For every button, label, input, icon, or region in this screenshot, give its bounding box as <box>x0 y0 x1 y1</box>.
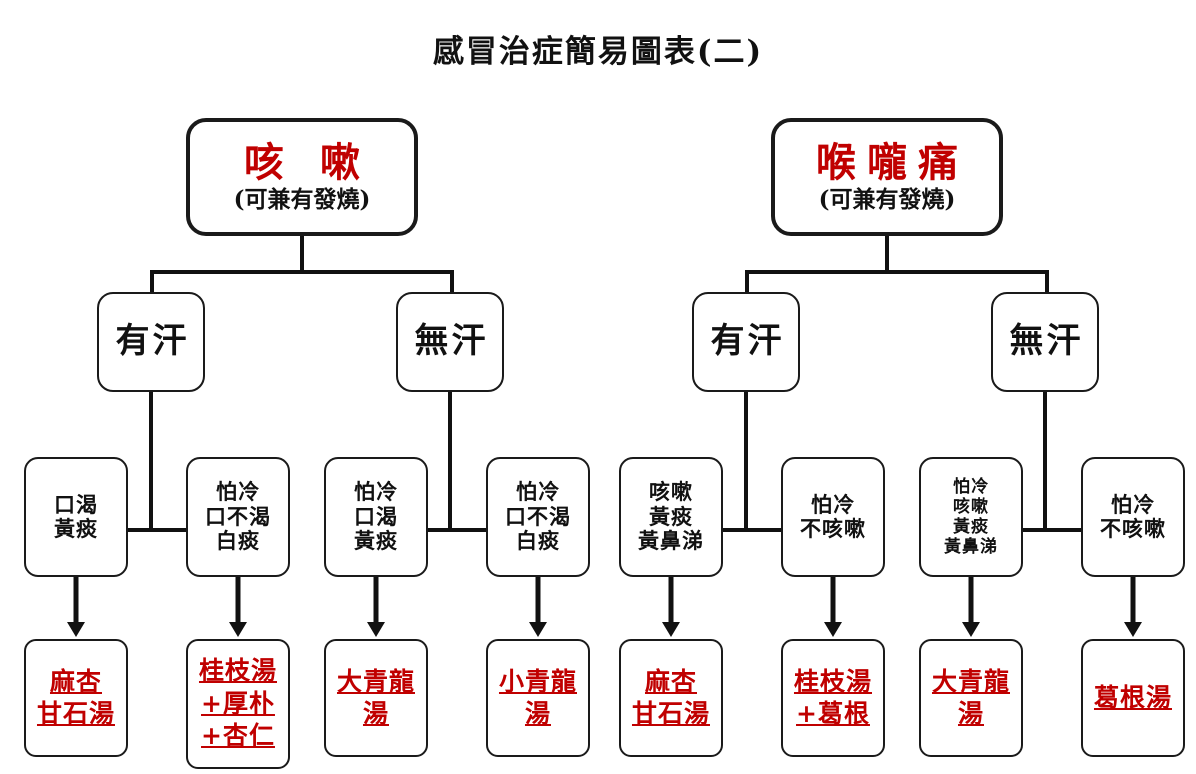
prescription-node-1[interactable]: 麻杏 甘石湯 <box>24 639 128 757</box>
symptom-line: 怕冷 <box>354 479 398 505</box>
prescription-node-2[interactable]: 桂枝湯 +厚朴 +杏仁 <box>186 639 290 769</box>
arrow-to-rx-6 <box>823 577 843 637</box>
symptom-line: 不咳嗽 <box>800 516 866 541</box>
symptom-line: 黃鼻涕 <box>638 528 704 554</box>
connector-cond-stem-youhan-cough <box>149 392 153 532</box>
prescription-line: +厚朴 <box>201 688 275 718</box>
page-title: 感冒治症簡易圖表(二) <box>432 34 764 70</box>
symptom-node-4[interactable]: 怕冷 口不渴 白痰 <box>486 457 590 577</box>
arrow-to-rx-3 <box>366 577 386 637</box>
condition-label: 有汗 <box>115 321 190 362</box>
connector-root-stem-cough <box>300 236 304 272</box>
prescription-line: 大青龍 <box>336 666 415 696</box>
arrow-to-rx-5 <box>661 577 681 637</box>
arrow-to-rx-1 <box>66 577 86 637</box>
root-heading: 喉嚨痛 <box>816 139 969 187</box>
arrow-to-rx-4 <box>528 577 548 637</box>
prescription-line: 麻杏 <box>644 666 697 696</box>
symptom-line: 黃鼻涕 <box>944 537 998 558</box>
prescription-line: 麻杏 <box>49 666 102 696</box>
connector-cond-bar-wuhan-cough <box>427 528 489 532</box>
condition-label: 有汗 <box>710 321 785 362</box>
symptom-line: 怕冷 <box>811 491 855 517</box>
symptom-line: 白痰 <box>516 528 560 554</box>
prescription-line: 小青龍 <box>498 666 577 696</box>
condition-label: 無汗 <box>1009 321 1084 362</box>
prescription-node-3[interactable]: 大青龍 湯 <box>324 639 428 757</box>
symptom-line: 口渴 <box>354 503 398 529</box>
symptom-node-5[interactable]: 咳嗽 黃痰 黃鼻涕 <box>619 457 723 577</box>
symptom-node-8[interactable]: 怕冷 不咳嗽 <box>1081 457 1185 577</box>
prescription-line: 甘石湯 <box>36 699 115 728</box>
root-heading: 咳 嗽 <box>244 139 371 187</box>
root-note: (可兼有發燒) <box>233 186 371 214</box>
symptom-node-3[interactable]: 怕冷 口渴 黃痰 <box>324 457 428 577</box>
arrow-to-rx-7 <box>961 577 981 637</box>
condition-label: 無汗 <box>414 321 489 362</box>
condition-node-youhan-sore-throat[interactable]: 有汗 <box>692 292 800 392</box>
root-note: (可兼有發燒) <box>818 186 956 214</box>
prescription-line: +杏仁 <box>201 721 275 751</box>
symptom-line: 口不渴 <box>505 503 571 529</box>
connector-cond-stem-wuhan-sore-throat <box>1043 392 1047 532</box>
prescription-node-4[interactable]: 小青龍 湯 <box>486 639 590 757</box>
prescription-node-6[interactable]: 桂枝湯 +葛根 <box>781 639 885 757</box>
prescription-node-5[interactable]: 麻杏 甘石湯 <box>619 639 723 757</box>
symptom-line: 咳嗽 <box>953 496 989 517</box>
symptom-line: 口不渴 <box>205 503 271 529</box>
symptom-node-2[interactable]: 怕冷 口不渴 白痰 <box>186 457 290 577</box>
connector-root-bar-sore-throat <box>745 270 1049 274</box>
prescription-line: 湯 <box>524 699 551 728</box>
prescription-line: 桂枝湯 <box>198 656 277 686</box>
symptom-line: 白痰 <box>216 528 260 554</box>
symptom-line: 怕冷 <box>516 479 560 505</box>
connector-cond-stem-youhan-sore-throat <box>744 392 748 532</box>
symptom-line: 黃痰 <box>649 503 693 529</box>
symptom-line: 不咳嗽 <box>1100 516 1166 541</box>
symptom-line: 黃痰 <box>54 516 98 541</box>
arrow-to-rx-2 <box>228 577 248 637</box>
connector-root-stem-sore-throat <box>885 236 889 272</box>
symptom-node-7[interactable]: 怕冷 咳嗽 黃痰 黃鼻涕 <box>919 457 1023 577</box>
connector-to-cond-wuhan-sore-throat <box>1045 270 1049 294</box>
connector-to-cond-youhan-cough <box>150 270 154 294</box>
prescription-line: 桂枝湯 <box>793 666 872 696</box>
symptom-line: 黃痰 <box>953 517 989 537</box>
condition-node-wuhan-sore-throat[interactable]: 無汗 <box>991 292 1099 392</box>
symptom-line: 怕冷 <box>216 479 260 505</box>
symptom-line: 怕冷 <box>953 476 989 497</box>
connector-cond-stem-wuhan-cough <box>448 392 452 532</box>
connector-to-cond-youhan-sore-throat <box>745 270 749 294</box>
connector-cond-bar-youhan-cough <box>128 528 190 532</box>
connector-cond-bar-youhan-sore-throat <box>723 528 785 532</box>
prescription-node-7[interactable]: 大青龍 湯 <box>919 639 1023 757</box>
prescription-line: 葛根湯 <box>1093 682 1172 712</box>
symptom-line: 怕冷 <box>1111 491 1155 517</box>
symptom-line: 口渴 <box>54 491 98 517</box>
prescription-line: 湯 <box>362 699 389 728</box>
root-node-cough[interactable]: 咳 嗽 (可兼有發燒) <box>186 118 418 236</box>
condition-node-wuhan-cough[interactable]: 無汗 <box>396 292 504 392</box>
symptom-line: 咳嗽 <box>649 479 693 505</box>
root-node-sore-throat[interactable]: 喉嚨痛 (可兼有發燒) <box>771 118 1003 236</box>
condition-node-youhan-cough[interactable]: 有汗 <box>97 292 205 392</box>
symptom-line: 黃痰 <box>354 528 398 554</box>
symptom-node-1[interactable]: 口渴 黃痰 <box>24 457 128 577</box>
prescription-line: +葛根 <box>796 699 870 728</box>
prescription-line: 湯 <box>957 699 984 728</box>
prescription-node-8[interactable]: 葛根湯 <box>1081 639 1185 757</box>
symptom-node-6[interactable]: 怕冷 不咳嗽 <box>781 457 885 577</box>
connector-root-bar-cough <box>150 270 454 274</box>
prescription-line: 甘石湯 <box>631 699 710 728</box>
connector-cond-bar-wuhan-sore-throat <box>1022 528 1084 532</box>
connector-to-cond-wuhan-cough <box>450 270 454 294</box>
arrow-to-rx-8 <box>1123 577 1143 637</box>
prescription-line: 大青龍 <box>931 666 1010 696</box>
